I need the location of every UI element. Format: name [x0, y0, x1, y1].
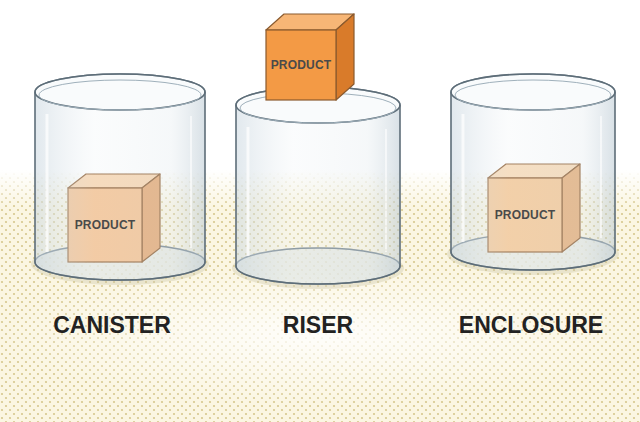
glass-highlight: [46, 114, 49, 252]
container-label: ENCLOSURE: [459, 312, 603, 339]
cylinder-glass: [236, 105, 400, 284]
glass-highlight: [462, 114, 465, 242]
product-cube: [266, 14, 354, 100]
cylinder-rim-inner: [39, 80, 201, 110]
product-box: PRODUCT: [68, 188, 142, 262]
cylinder-top: [451, 74, 615, 110]
cylinder-side: [34, 92, 36, 262]
product-label: PRODUCT: [75, 218, 136, 232]
glass-highlight: [600, 116, 602, 238]
product-box: PRODUCT: [266, 30, 336, 100]
cylinder-side: [450, 92, 452, 252]
cylinder-bottom-front: [451, 252, 615, 270]
cylinder-glass: [35, 92, 205, 280]
cylinder-bottom-front: [35, 262, 205, 280]
cylinder-side: [399, 105, 401, 266]
product-box: PRODUCT: [488, 178, 562, 252]
glass-highlight: [247, 127, 250, 256]
glass-cylinders-front: [35, 74, 615, 284]
cube-side: [336, 14, 354, 100]
cube-front: [266, 30, 336, 100]
cylinder-glass: [451, 92, 615, 270]
cylinder-top: [35, 74, 205, 110]
product-label: PRODUCT: [495, 208, 556, 222]
product-label: PRODUCT: [271, 58, 332, 72]
cylinder-side: [614, 92, 616, 252]
container-label: RISER: [283, 312, 353, 339]
cylinder-rim-inner: [455, 80, 611, 110]
cylinder-side: [204, 92, 206, 262]
glass-highlight: [385, 129, 387, 252]
cylinder-side: [235, 105, 237, 266]
container-label: CANISTER: [53, 312, 171, 339]
glass-cylinders-back: [31, 74, 619, 289]
glass-highlight: [190, 116, 192, 248]
cylinder-bottom-front: [236, 266, 400, 284]
